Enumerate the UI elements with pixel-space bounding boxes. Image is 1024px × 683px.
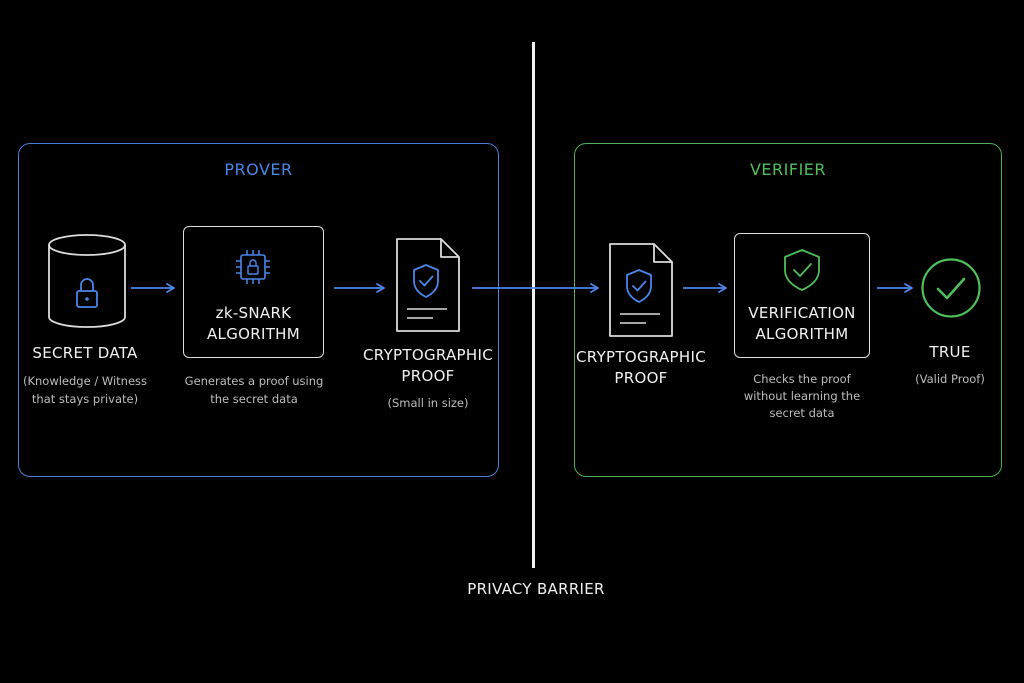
- database-lock-icon: [48, 234, 126, 328]
- verification-sub-2: without learning the: [743, 389, 861, 403]
- verification-sub-3: secret data: [769, 406, 835, 420]
- prover-panel: PROVER: [18, 143, 499, 477]
- privacy-barrier-label: PRIVACY BARRIER: [467, 580, 605, 598]
- zk-snark-sub-2: the secret data: [210, 392, 298, 406]
- result-label: TRUE: [929, 343, 971, 361]
- verifier-proof-label-2: PROOF: [614, 369, 668, 387]
- verifier-title: VERIFIER: [749, 160, 827, 179]
- prover-proof-label-1: CRYPTOGRAPHIC: [363, 346, 493, 364]
- verifier-proof-label-1: CRYPTOGRAPHIC: [576, 348, 706, 366]
- chip-lock-icon: [236, 250, 270, 284]
- shield-check-icon: [784, 249, 820, 291]
- prover-proof-sub: (Small in size): [387, 396, 469, 410]
- verification-algorithm-box: VERIFICATION ALGORITHM: [734, 233, 870, 358]
- zk-snark-algorithm-box: zk-SNARK ALGORITHM: [183, 226, 324, 358]
- result-sub: (Valid Proof): [915, 372, 985, 386]
- circle-check-icon: [921, 258, 981, 318]
- secret-data-sub-1: (Knowledge / Witness: [22, 374, 148, 388]
- secret-data-sub-2: that stays private): [31, 392, 139, 406]
- prover-title: PROVER: [224, 160, 293, 179]
- verification-label-2: ALGORITHM: [755, 325, 849, 343]
- verifier-panel: VERIFIER: [574, 143, 1002, 477]
- privacy-barrier-line: [532, 42, 535, 568]
- prover-proof-label-2: PROOF: [401, 367, 455, 385]
- document-shield-icon: [609, 243, 673, 337]
- zk-snark-sub-1: Generates a proof using: [184, 374, 324, 388]
- document-shield-icon: [396, 238, 460, 332]
- zk-snark-label-2: ALGORITHM: [207, 325, 300, 343]
- secret-data-label: SECRET DATA: [32, 344, 138, 362]
- zk-snark-label-1: zk-SNARK: [215, 304, 292, 322]
- verification-sub-1: Checks the proof: [753, 372, 851, 386]
- verification-label-1: VERIFICATION: [748, 304, 856, 322]
